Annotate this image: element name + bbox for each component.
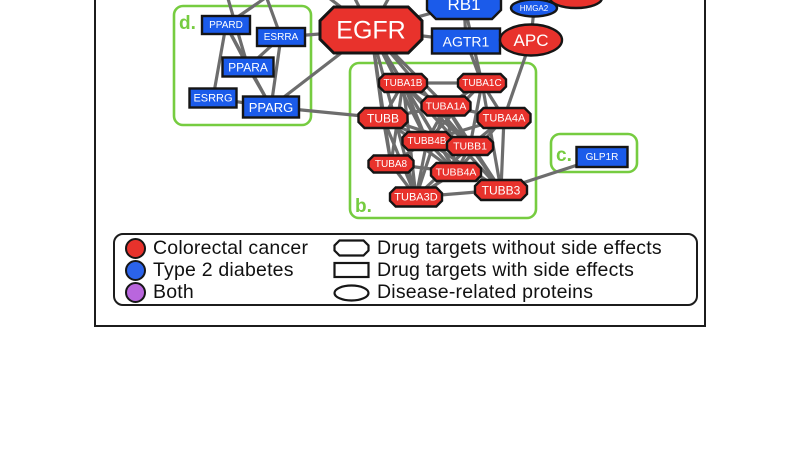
node-ppard	[200, 14, 252, 36]
legend-label: Drug targets with side effects	[377, 258, 635, 281]
node-label-apc: APC	[514, 31, 549, 50]
node-label-pparg: PPARG	[249, 100, 294, 115]
legend-item-rect: Drug targets with side effects	[333, 259, 696, 281]
red-circle-icon	[125, 237, 146, 259]
legend-label: Both	[153, 281, 194, 304]
node-label-tuba8: TUBA8	[375, 159, 408, 170]
legend-item-octagon: Drug targets without side effects	[333, 237, 696, 259]
group-label-d: d.	[179, 13, 196, 34]
legend-item-both: Both	[125, 281, 333, 304]
node-label-tubb3: TUBB3	[482, 184, 521, 198]
node-tuba8	[367, 154, 415, 174]
node-ppara	[221, 56, 275, 78]
legend-label: Disease-related proteins	[377, 281, 594, 304]
legend-item-ellipse: Disease-related proteins	[333, 281, 696, 304]
node-unlabeled	[549, 0, 603, 10]
node-tubb4a	[429, 161, 483, 183]
legend: Colorectal cancer Type 2 diabetes Both D…	[113, 233, 698, 306]
legend-item-diabetes: Type 2 diabetes	[125, 259, 333, 281]
group-label-c: c.	[556, 145, 572, 166]
node-tuba1a	[420, 95, 472, 117]
node-label-egfr: EGFR	[336, 17, 405, 45]
node-tubb3	[473, 178, 529, 202]
node-tuba1c	[456, 72, 508, 94]
node-label-tuba1a: TUBA1A	[426, 101, 467, 113]
node-label-glp1r: GLP1R	[586, 152, 619, 163]
ellipse-outline-icon	[333, 284, 370, 302]
node-label-tubb4a: TUBB4A	[436, 167, 477, 179]
node-label-ppara: PPARA	[228, 61, 268, 75]
group-box-d	[172, 4, 313, 127]
group-box-b	[348, 61, 538, 220]
node-pparg	[241, 95, 301, 119]
node-esrrg	[188, 87, 238, 109]
node-label-tubb: TUBB	[367, 112, 399, 126]
node-label-tuba1b: TUBA1B	[384, 78, 423, 89]
legend-item-colorectal: Colorectal cancer	[125, 237, 333, 259]
node-agtr1	[430, 27, 502, 55]
edge	[414, 104, 448, 199]
blue-circle-icon	[125, 259, 146, 281]
rectangle-outline-icon	[333, 262, 370, 279]
figure-panel-border	[94, 0, 706, 327]
edge	[499, 116, 506, 192]
edge	[480, 81, 503, 192]
node-label-hmga2: HMGA2	[520, 4, 549, 13]
node-label-agtr1: AGTR1	[443, 34, 490, 50]
edge	[401, 81, 458, 174]
octagon-outline-icon	[333, 239, 370, 257]
node-egfr	[318, 5, 424, 55]
node-label-tuba4a: TUBA4A	[483, 113, 526, 125]
node-esrra	[255, 26, 307, 48]
edge	[468, 81, 484, 148]
node-glp1r	[575, 145, 629, 169]
node-label-esrrg: ESRRG	[193, 93, 232, 105]
node-rb1	[425, 0, 503, 21]
edge	[211, 23, 228, 100]
group-label-b: b.	[355, 196, 372, 217]
node-label-tubb1: TUBB1	[453, 141, 487, 153]
purple-circle-icon	[125, 282, 146, 304]
node-label-rb1: RB1	[447, 0, 480, 14]
node-tuba1b	[377, 72, 429, 94]
node-tuba4a	[476, 106, 532, 130]
node-label-tuba3d: TUBA3D	[394, 192, 437, 204]
legend-label: Type 2 diabetes	[153, 258, 294, 281]
legend-shape-column: Drug targets without side effects Drug t…	[333, 237, 696, 304]
group-box-c	[549, 132, 639, 174]
legend-label: Drug targets without side effects	[377, 236, 662, 259]
node-label-ppard: PPARD	[209, 20, 243, 31]
legend-disease-column: Colorectal cancer Type 2 diabetes Both	[125, 237, 333, 304]
node-label-esrra: ESRRA	[264, 32, 299, 43]
node-hmga2	[509, 0, 559, 18]
node-tubb	[357, 106, 409, 130]
legend-label: Colorectal cancer	[153, 236, 309, 259]
node-tubb1	[445, 135, 495, 157]
node-tuba3d	[388, 186, 444, 208]
node-label-tubb4b: TUBB4B	[408, 136, 447, 147]
node-label-tuba1c: TUBA1C	[462, 78, 501, 89]
node-apc	[498, 23, 564, 57]
